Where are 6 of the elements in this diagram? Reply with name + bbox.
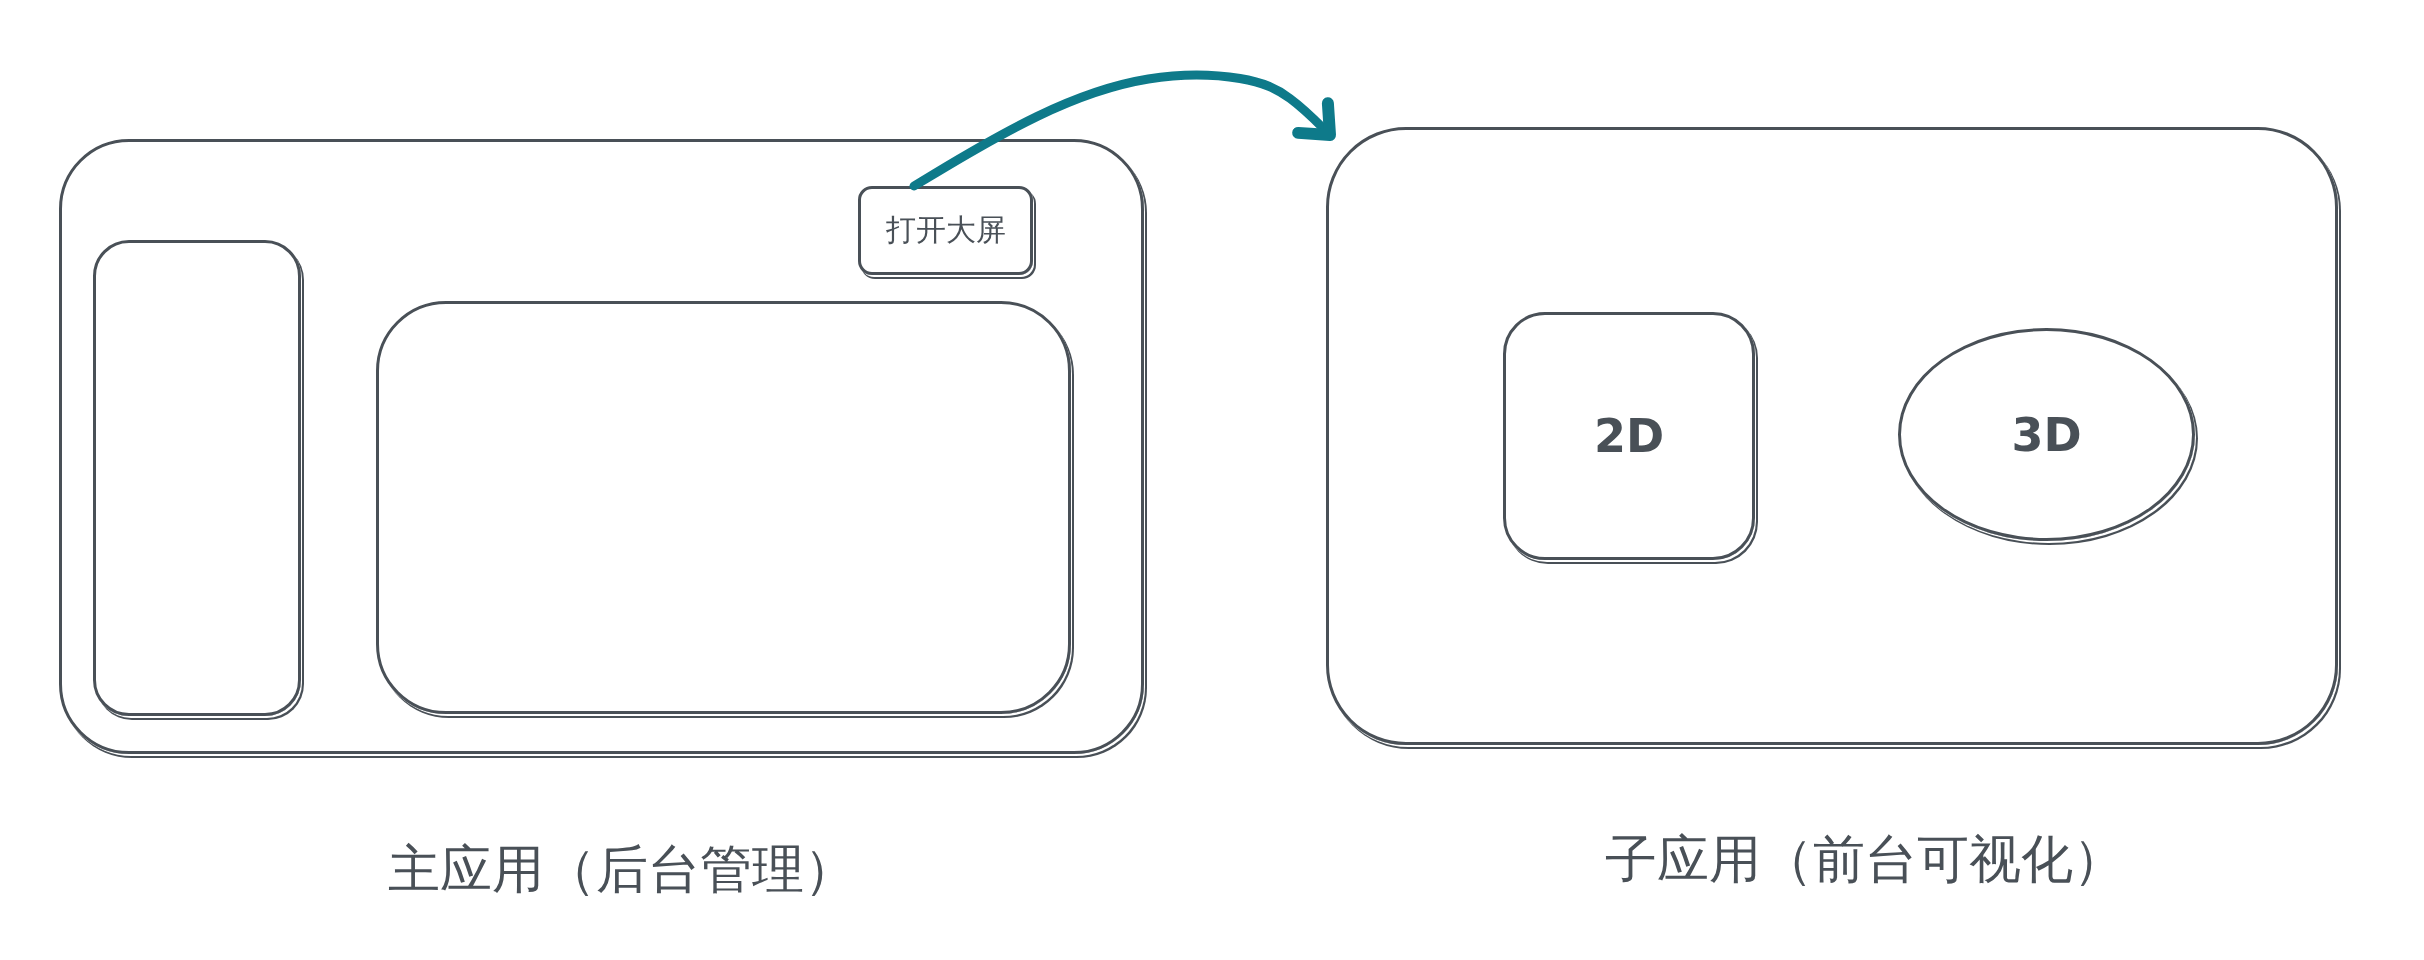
node-label: 打开大屏 (885, 211, 1006, 249)
node-label: 2D (1593, 409, 1665, 463)
node-label: 子应用（前台可视化） (1605, 828, 2125, 891)
arrow (909, 70, 1336, 191)
node-label: 主应用（后台管理） (388, 838, 856, 901)
node-label: 3D (2011, 407, 2082, 462)
